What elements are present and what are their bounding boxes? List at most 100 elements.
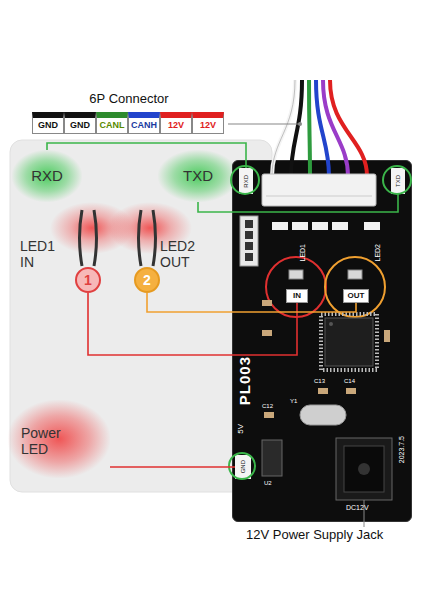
leader-line — [147, 293, 356, 312]
box-label: CANH — [131, 120, 157, 130]
dip-lever — [245, 253, 253, 261]
wire-plug — [262, 174, 376, 206]
box-label: CANL — [100, 120, 125, 130]
light-pipe — [139, 210, 142, 266]
leader-line — [88, 293, 297, 355]
silk-box — [292, 222, 308, 230]
box-label: GND — [38, 120, 58, 130]
led-glow — [50, 202, 134, 254]
silk-box — [272, 222, 288, 230]
box-label: IN — [293, 291, 301, 300]
callout-digit: 2 — [143, 272, 151, 288]
led-label-box: IN — [286, 289, 308, 303]
pad-label-box: TXD — [391, 168, 405, 194]
part-designator: Y1 — [290, 398, 297, 405]
capacitor — [346, 388, 356, 394]
silk-label: LED1 — [299, 244, 307, 262]
light-pipe — [94, 210, 97, 266]
pin-cell: 12V — [160, 112, 192, 134]
box-label: 12V — [168, 120, 184, 130]
box-label: 12V — [200, 120, 216, 130]
leader-dot — [298, 122, 302, 126]
wire — [309, 80, 310, 176]
capacitor — [384, 330, 390, 342]
indicator-name: Power LED — [21, 425, 67, 457]
callout-ring — [383, 166, 411, 194]
board-marking: 2023.7.5 — [398, 436, 406, 463]
led-caption: LED2 OUT — [160, 238, 210, 270]
leader-line — [228, 123, 300, 124]
led-caption: LED1 IN — [20, 238, 66, 270]
regulator — [262, 440, 282, 476]
capacitor — [264, 412, 274, 418]
silk-label: 5V — [236, 424, 245, 434]
callout-ring — [229, 453, 255, 479]
silk-box — [364, 222, 380, 230]
light-pipes — [80, 210, 156, 266]
board-parts — [229, 166, 411, 500]
plug-ridge — [266, 196, 372, 197]
wire — [272, 80, 295, 176]
callout-digit: 1 — [84, 272, 92, 288]
circuit-board: PL003 2023.7.5 RXD TXD IN OUT GND — [232, 160, 412, 522]
capacitor — [262, 330, 272, 336]
box-label: GND — [240, 460, 247, 473]
chip-pins — [321, 314, 377, 370]
signal-name: RXD — [31, 167, 63, 184]
signal-glow: RXD — [12, 150, 82, 202]
microcontroller — [325, 318, 373, 366]
light-pipe — [80, 210, 83, 266]
box-label: RXD — [243, 175, 250, 188]
board-marking: PL003 — [236, 356, 253, 405]
dip-switch — [240, 216, 258, 266]
box-label: TXD — [395, 175, 402, 187]
callout-number: 1 — [75, 267, 101, 293]
pad-label-box: GND — [235, 455, 251, 479]
part-caption: 12V Power Supply Jack — [246, 528, 383, 543]
crystal — [300, 405, 346, 425]
wire — [330, 80, 367, 176]
signal-glow: TXD — [158, 150, 238, 202]
power-glow: Power LED — [8, 400, 110, 478]
jack-pin — [358, 463, 370, 475]
signal-name: TXD — [183, 167, 213, 184]
pad-label-box: RXD — [239, 168, 253, 194]
silk-box — [332, 222, 348, 230]
part-designator: U2 — [264, 480, 272, 487]
capacitor — [318, 388, 328, 394]
pin-mark — [329, 322, 333, 326]
callout-number: 2 — [134, 267, 160, 293]
led-smd — [348, 270, 362, 279]
silk-label: DC12V — [346, 504, 369, 512]
dip-lever — [245, 242, 253, 250]
pin-cell: 12V — [192, 112, 224, 134]
pin-cell: CANH — [128, 112, 160, 134]
capacitor — [262, 300, 272, 306]
callout-ring — [266, 257, 326, 317]
pin-cell: CANL — [96, 112, 128, 134]
led-label-box: OUT — [343, 289, 369, 303]
part-designator: C14 — [344, 378, 355, 385]
jack-opening — [344, 446, 384, 492]
led-smd — [289, 270, 303, 279]
leader-line — [110, 466, 235, 468]
callout-ring — [231, 166, 259, 194]
box-label: OUT — [348, 291, 365, 300]
cable — [272, 80, 367, 176]
part-designator: C13 — [314, 378, 325, 385]
wire — [291, 80, 302, 176]
silk-label: LED2 — [374, 244, 382, 262]
silk-box — [312, 222, 328, 230]
leader-line — [47, 143, 246, 168]
wire — [323, 80, 348, 176]
pin-cell: GND — [32, 112, 64, 134]
light-pipe — [153, 210, 156, 266]
leader-line — [198, 194, 398, 212]
connector-title: 6P Connector — [30, 92, 228, 107]
part-designator: C12 — [262, 403, 273, 410]
dip-lever — [245, 231, 253, 239]
dip-lever — [245, 220, 253, 228]
pin-cell: GND — [64, 112, 96, 134]
